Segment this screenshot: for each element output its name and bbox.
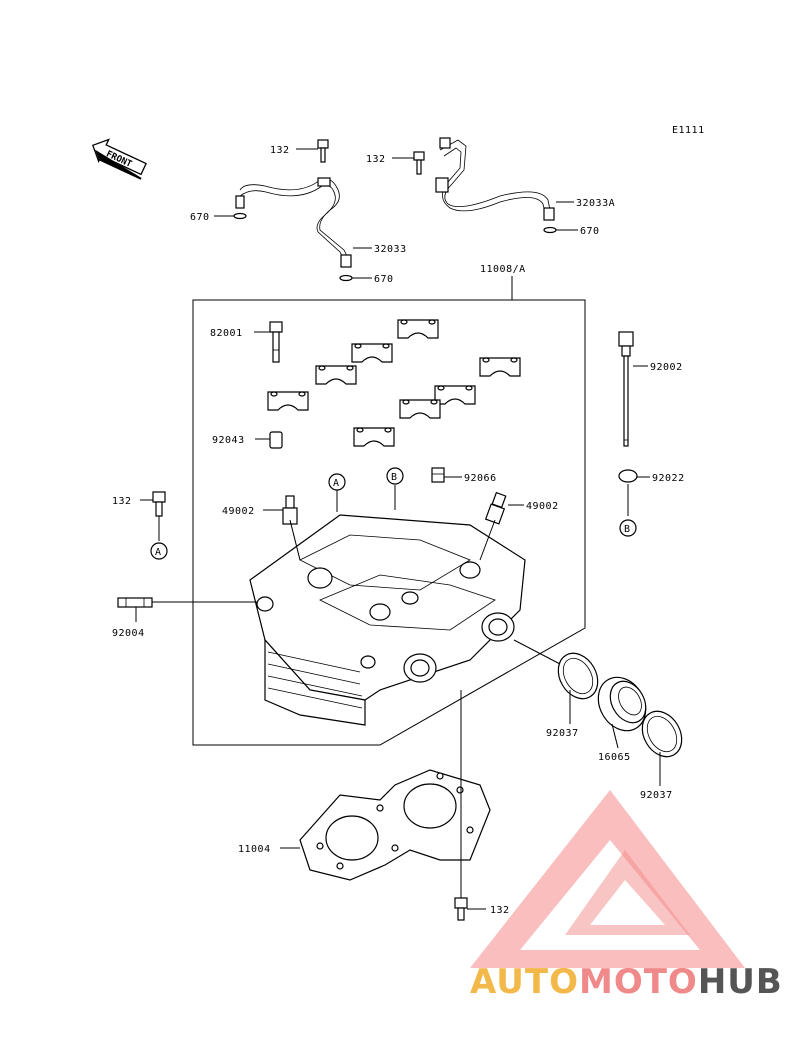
washer-92022 (618, 469, 638, 483)
callout-92037-left: 92037 (546, 728, 579, 739)
callout-49002-right: 49002 (526, 501, 559, 512)
callout-132-top-right: 132 (366, 154, 386, 165)
callout-132-bottom: 132 (490, 905, 510, 916)
diagram-code: E1111 (672, 125, 705, 136)
callout-132-left: 132 (112, 496, 132, 507)
watermark-part-moto: MOTO (578, 962, 698, 1002)
stud-92004 (117, 597, 153, 608)
marker-b-top: B (386, 467, 404, 485)
svg-text:A: A (333, 478, 340, 489)
svg-text:B: B (624, 524, 631, 535)
callout-32033: 32033 (374, 244, 407, 255)
callout-670-left: 670 (190, 212, 210, 223)
oil-pipe-left (233, 139, 353, 282)
callout-49002-left: 49002 (222, 506, 255, 517)
callout-92002: 92002 (650, 362, 683, 373)
callout-92022: 92022 (652, 473, 685, 484)
watermark-part-hub: HUB (697, 962, 783, 1002)
front-arrow-icon: FRONT (91, 138, 147, 180)
clamp-92037-left (557, 652, 599, 700)
watermark-wordmark: AUTOMOTOHUB (470, 962, 783, 1002)
camshaft-caps (267, 319, 521, 447)
callout-92004: 92004 (112, 628, 145, 639)
head-gasket (299, 769, 491, 881)
callout-82001: 82001 (210, 328, 243, 339)
callout-11004: 11004 (238, 844, 271, 855)
bolt-132-left (152, 491, 166, 517)
callout-670-right: 670 (580, 226, 600, 237)
oil-pipe-right (413, 137, 557, 234)
marker-a-top: A (328, 473, 346, 491)
callout-132-top-left: 132 (270, 145, 290, 156)
nut-92066 (431, 467, 445, 483)
assembly-frame (192, 276, 586, 746)
stud-bolt-92002 (618, 331, 634, 447)
clamp-92037-right (641, 710, 683, 758)
carburetor-holder-16065 (597, 676, 647, 732)
callout-11008: 11008/A (480, 264, 526, 275)
dowel-pin (269, 431, 283, 449)
marker-b-right: B (619, 519, 637, 537)
callout-92066: 92066 (464, 473, 497, 484)
callout-16065: 16065 (598, 752, 631, 763)
sensor-49002-left (282, 495, 298, 525)
callout-92043: 92043 (212, 435, 245, 446)
callout-32033a: 32033A (576, 198, 615, 209)
svg-text:A: A (155, 547, 162, 558)
callout-670-mid: 670 (374, 274, 394, 285)
bolt-82001 (269, 321, 283, 363)
callout-92037-right: 92037 (640, 790, 673, 801)
bolt-132-bottom (454, 897, 468, 921)
marker-a-left: A (150, 542, 168, 560)
watermark-logo (470, 790, 745, 968)
svg-text:B: B (391, 472, 398, 483)
leader-lines (135, 148, 661, 910)
watermark-part-auto: AUTO (470, 962, 579, 1002)
sensor-49002-right (484, 491, 507, 525)
cylinder-head (249, 514, 526, 726)
